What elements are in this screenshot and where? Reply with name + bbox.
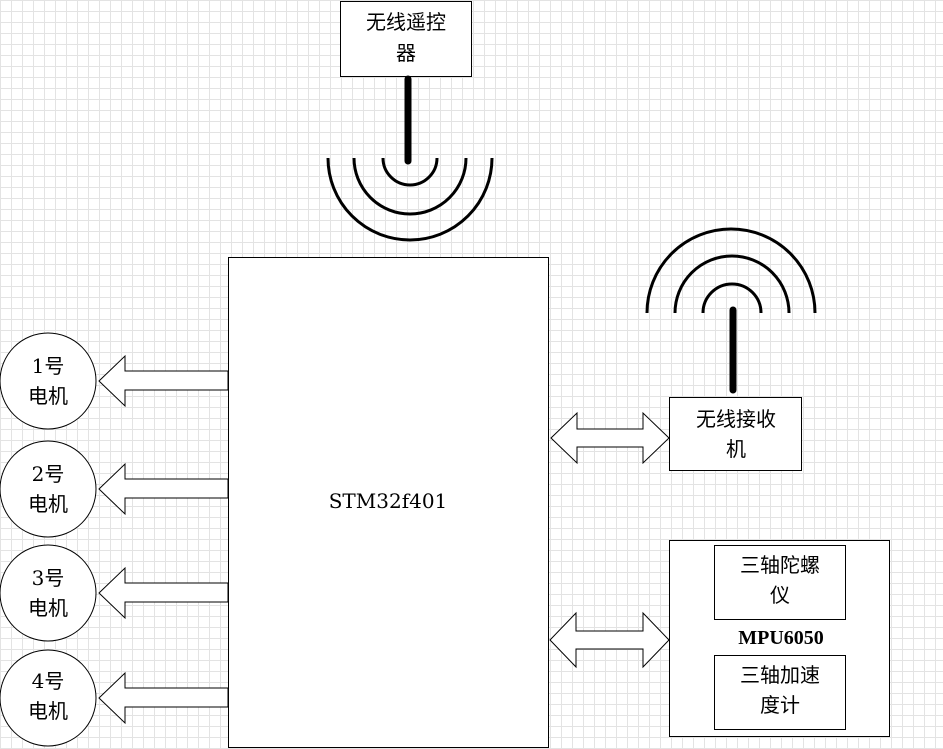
transmitter-antenna-icon	[326, 75, 494, 242]
receiver-antenna-icon	[645, 227, 817, 394]
motor-2-arrow	[98, 462, 229, 516]
accel-label-line1: 三轴加速	[740, 663, 820, 687]
motor-1-label-line1: 1号	[32, 354, 65, 378]
transmitter-wave-middle	[352, 157, 468, 216]
gyro-label-line2: 仪	[770, 583, 790, 607]
receiver-wave-outer	[645, 227, 817, 314]
accel-label-line2: 度计	[760, 693, 800, 717]
motor-1-node: 1号 电机	[0, 332, 97, 430]
motor-1-arrow	[98, 354, 229, 408]
wireless-receiver-node: 无线接收 机	[669, 397, 802, 471]
motor-4-circle	[0, 649, 97, 747]
motor-4-label-line2: 电机	[28, 699, 68, 723]
motor-1-circle	[0, 332, 97, 430]
imu-name-label: MPU6050	[738, 627, 824, 649]
motor-3-node: 3号 电机	[0, 544, 97, 642]
mcu-receiver-double-arrow	[550, 411, 670, 465]
wireless-receiver-box	[669, 397, 802, 471]
motor-2-label-line1: 2号	[32, 462, 65, 486]
motor-4-node: 4号 电机	[0, 649, 97, 747]
motor-4-label-line1: 4号	[32, 669, 65, 693]
receiver-wave-middle	[673, 254, 791, 314]
receiver-wave-inner	[701, 282, 763, 314]
motor-1-label-line2: 电机	[28, 384, 68, 408]
wireless-remote-node: 无线遥控 器	[340, 1, 472, 77]
accel-box	[714, 655, 846, 730]
wireless-remote-label-line2: 器	[396, 41, 416, 65]
imu-node: 三轴陀螺 仪 MPU6050 三轴加速 度计	[669, 540, 890, 737]
mcu-imu-double-arrow	[549, 611, 670, 669]
transmitter-wave-outer	[326, 157, 494, 242]
motor-3-circle	[0, 544, 97, 642]
motor-2-node: 2号 电机	[0, 440, 97, 538]
mcu-box	[228, 257, 549, 748]
motor-2-circle	[0, 440, 97, 538]
motor-3-arrow	[98, 566, 229, 620]
motor-4-arrow	[98, 671, 229, 725]
motor-3-label-line1: 3号	[32, 566, 65, 590]
gyro-box	[714, 545, 846, 620]
mcu-node: STM32f401	[228, 257, 549, 748]
wireless-remote-label-line1: 无线遥控	[366, 10, 446, 34]
motor-2-label-line2: 电机	[28, 492, 68, 516]
wireless-receiver-label-line2: 机	[726, 437, 746, 461]
wireless-receiver-label-line1: 无线接收	[696, 407, 776, 431]
motor-3-label-line2: 电机	[28, 596, 68, 620]
gyro-label-line1: 三轴陀螺	[740, 553, 820, 577]
mcu-label: STM32f401	[329, 489, 448, 513]
wireless-remote-box	[340, 1, 472, 77]
transmitter-wave-inner	[381, 157, 439, 187]
